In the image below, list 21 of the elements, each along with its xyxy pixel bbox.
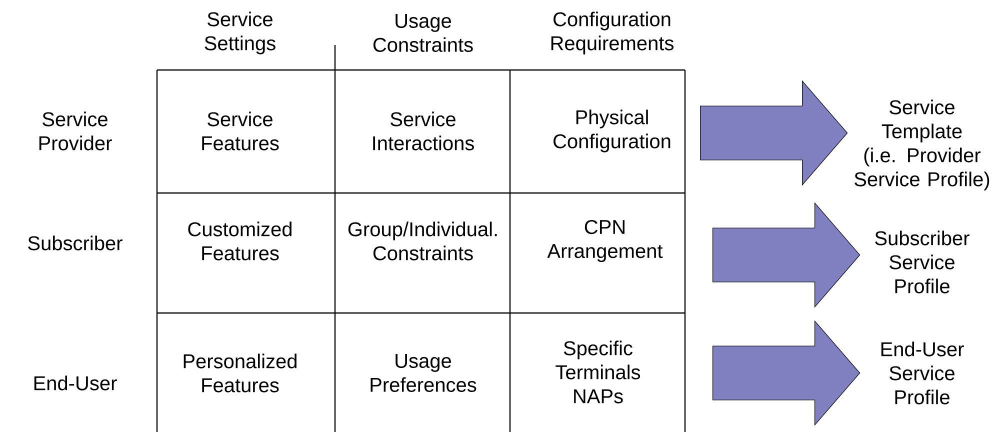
- block-arrow: [700, 80, 848, 186]
- row-header: End-User: [34, 376, 117, 390]
- column-header: Service Settings: [204, 12, 276, 54]
- row-header: Service Provider: [39, 112, 112, 150]
- block-arrow: [712, 320, 860, 426]
- table-cell-text: CPN Arrangement: [547, 220, 663, 262]
- column-header: Usage Constraints: [373, 14, 473, 52]
- table-cell-text: Service Features: [202, 112, 279, 150]
- row-header: Subscriber: [28, 236, 122, 250]
- table-cell-text: Group/Individual. Constraints: [348, 222, 497, 260]
- block-arrow: [712, 202, 860, 308]
- table-cell-text: Personalized Features: [184, 354, 296, 392]
- result-text: Service Template (i.e. Provider Service Profile): [854, 100, 990, 190]
- table-cell-text: Physical Configuration: [554, 110, 670, 152]
- table-cell-text: Specific Terminals NAPs: [556, 340, 640, 404]
- table-cell-text: Customized Features: [188, 222, 292, 260]
- table-cell-text: Service Interactions: [373, 112, 474, 150]
- result-text: Subscriber Service Profile: [875, 230, 970, 294]
- table-cell-text: Usage Preferences: [370, 354, 476, 392]
- result-text: End-User Service Profile: [881, 342, 964, 404]
- column-header: Configuration Requirements: [551, 12, 674, 54]
